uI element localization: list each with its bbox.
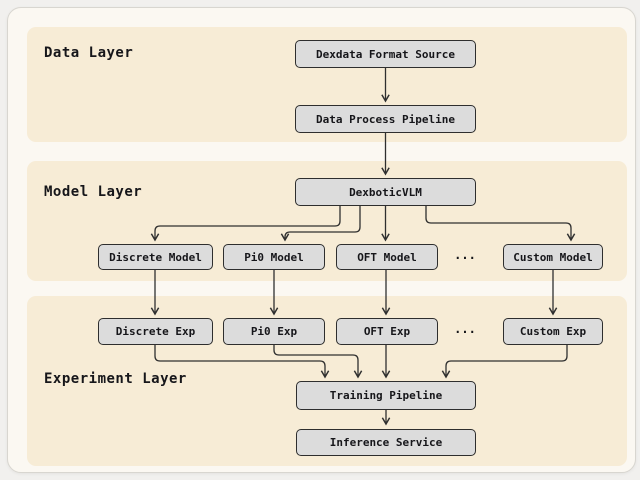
node-oft-model: OFT Model	[336, 244, 438, 270]
node-custom-model: Custom Model	[503, 244, 603, 270]
node-discrete-model: Discrete Model	[98, 244, 213, 270]
model-row-ellipsis: ...	[454, 248, 476, 262]
exp-row-ellipsis: ...	[454, 322, 476, 336]
node-discrete-exp: Discrete Exp	[98, 318, 213, 345]
node-training-pipeline: Training Pipeline	[296, 381, 476, 410]
data-layer-label: Data Layer	[44, 45, 134, 61]
node-pi0-exp: Pi0 Exp	[223, 318, 325, 345]
node-dexdata-format-source: Dexdata Format Source	[295, 40, 476, 68]
node-pi0-model: Pi0 Model	[223, 244, 325, 270]
node-custom-exp: Custom Exp	[503, 318, 603, 345]
node-oft-exp: OFT Exp	[336, 318, 438, 345]
experiment-layer-label: Experiment Layer	[44, 371, 187, 387]
model-layer-label: Model Layer	[44, 184, 143, 200]
node-data-process-pipeline: Data Process Pipeline	[295, 105, 476, 133]
node-inference-service: Inference Service	[296, 429, 476, 456]
node-dexbotic-vlm: DexboticVLM	[295, 178, 476, 206]
diagram-card: Data Layer Model Layer Experiment Layer	[7, 7, 636, 473]
